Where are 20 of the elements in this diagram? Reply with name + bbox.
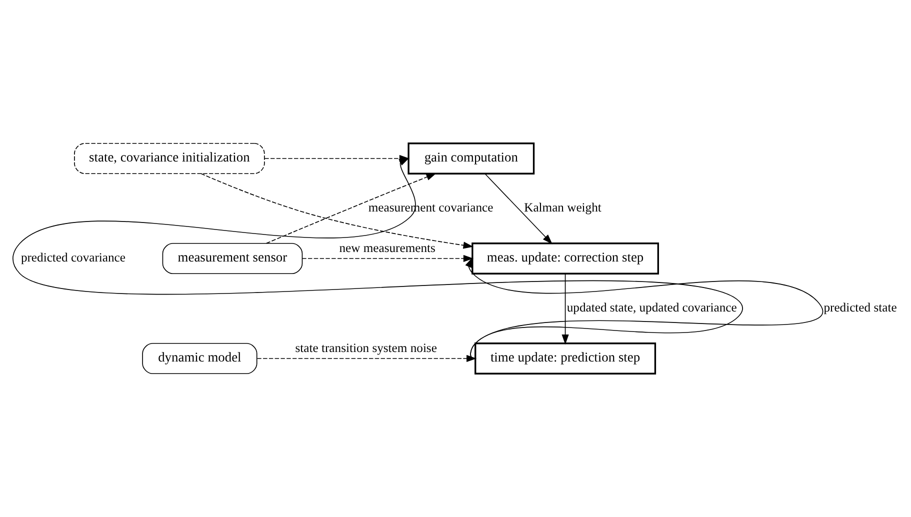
node-box: meas. update: correction step	[472, 242, 659, 274]
edge-label: new measurements	[339, 240, 436, 255]
arrow	[484, 173, 552, 244]
edge-label: predicted covariance	[20, 250, 126, 264]
arrow	[12, 158, 743, 359]
node-box: gain computation	[408, 142, 535, 174]
edge-label: updated state, updated covariance	[566, 300, 737, 314]
arrow	[465, 257, 824, 359]
edge-label: predicted state	[824, 300, 897, 314]
edge-label: state transition system noise	[295, 340, 437, 355]
arrow	[200, 173, 474, 249]
node-box: measurement sensor	[162, 242, 303, 274]
arrow	[266, 173, 436, 244]
edge-label: Kalman weight	[524, 200, 602, 214]
arrow	[256, 354, 477, 362]
arrow	[302, 254, 474, 262]
arrow	[562, 273, 569, 345]
node-box: dynamic model	[142, 342, 258, 374]
node-box: state, covariance initialization	[74, 142, 265, 174]
node-box: time update: prediction step	[474, 342, 656, 374]
